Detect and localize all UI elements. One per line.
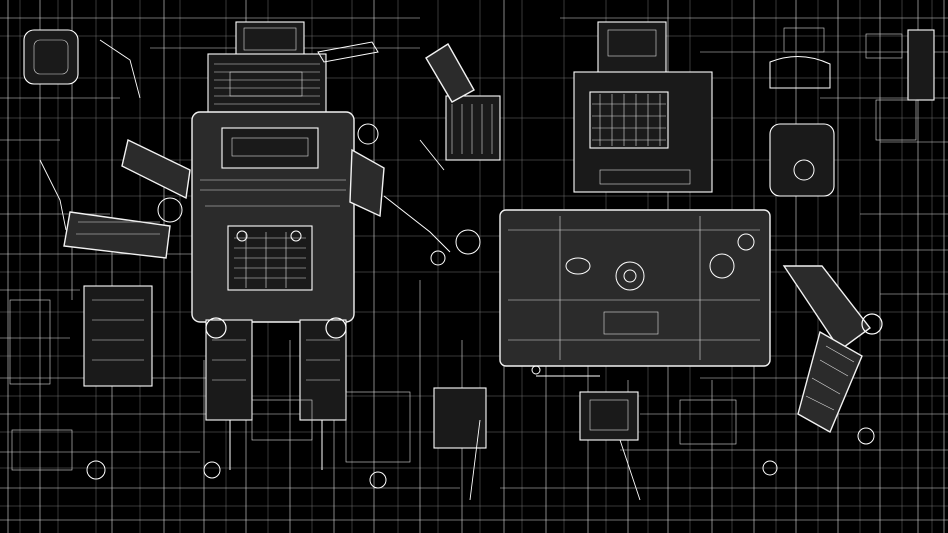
- left-robot: [63, 21, 451, 489]
- right-robot: [425, 21, 903, 433]
- machinery-details: [9, 29, 935, 501]
